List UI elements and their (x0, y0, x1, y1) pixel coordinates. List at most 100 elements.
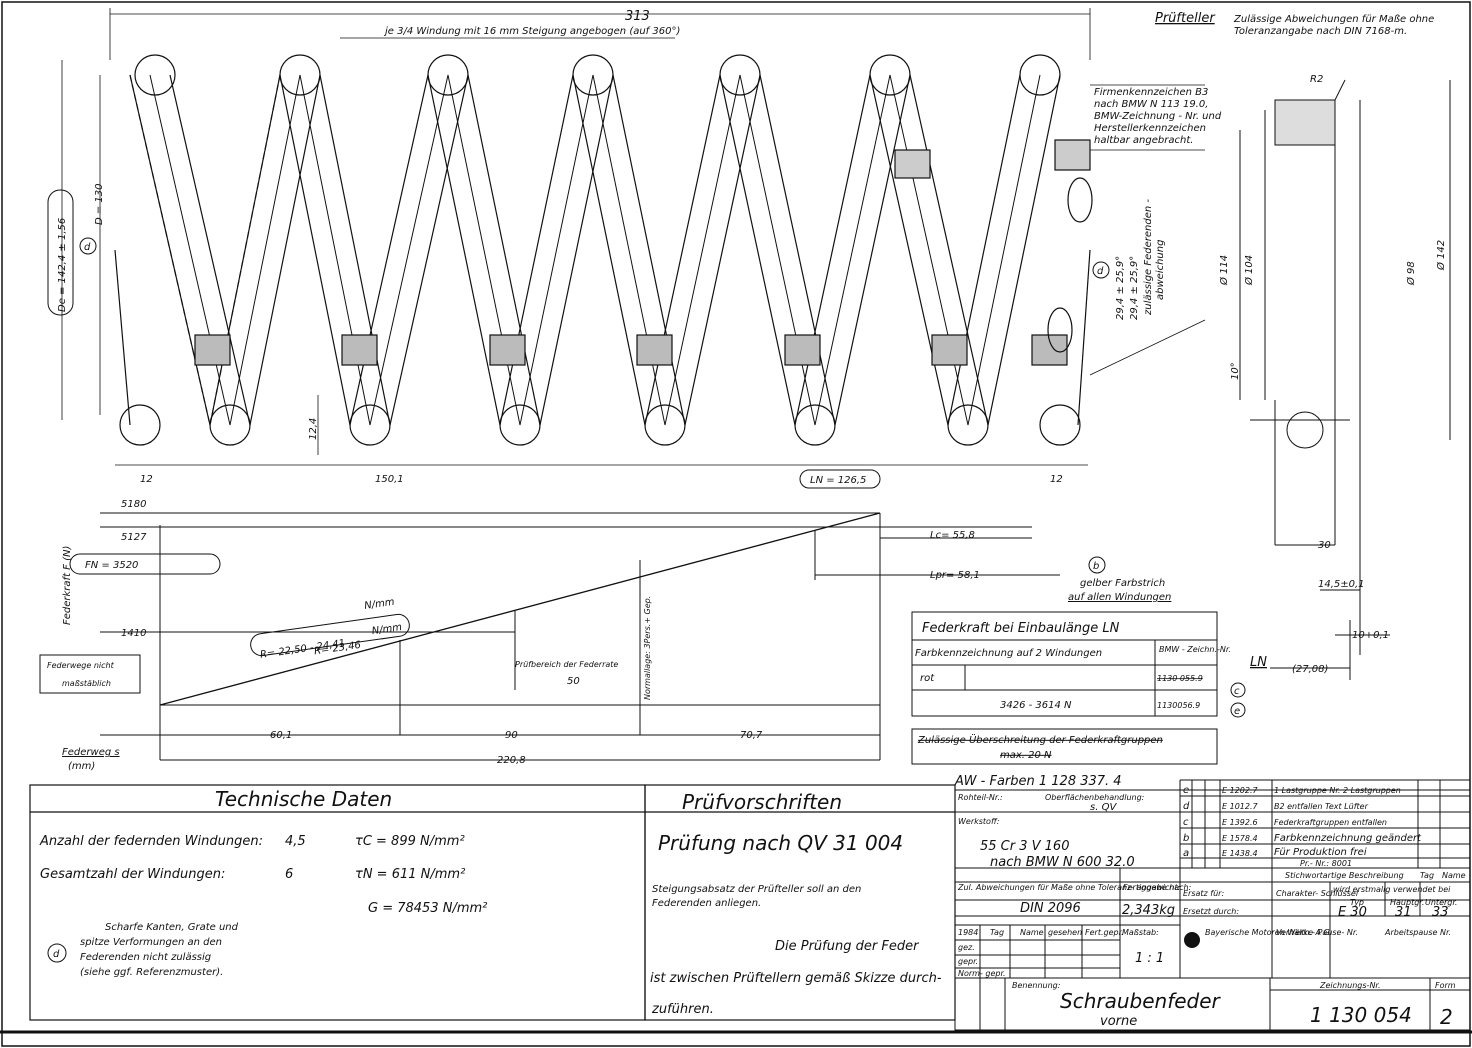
rev-c: c (1183, 817, 1189, 828)
prueftteller-d114: Ø 114 (1218, 255, 1230, 286)
aw-farben: AW - Farben 1 128 337. 4 (954, 774, 1122, 789)
tech-title: Technische Daten (215, 787, 392, 811)
prueftteller-title: Prüfteller (1155, 11, 1216, 26)
gelb-note-2: auf allen Windungen (1068, 592, 1171, 603)
spring-dimensions (61, 8, 1206, 466)
force-diagram (100, 512, 1060, 761)
firmen-note-line: Firmenkennzeichen B3 (1094, 87, 1208, 98)
gelb-note-1: gelber Farbstrich (1080, 578, 1165, 589)
ersatz-label: Ersatz für: (1183, 889, 1224, 898)
werkstoff-norm: nach BMW N 600 32.0 (990, 855, 1135, 870)
tech-note-line: Scharfe Kanten, Grate und (105, 922, 239, 933)
spring-coils (114, 54, 1093, 446)
tech-row1-label: Anzahl der federnden Windungen: (39, 834, 263, 849)
de-label: De = 142,4 ± 1,56 (57, 218, 68, 312)
kraft-table-col2: BMW - Zeichn.-Nr. (1159, 645, 1231, 654)
angle-1: 29,4 ± 25,9° (1115, 256, 1126, 320)
untergr-label: Untergr. (1425, 898, 1457, 907)
rohteil-label: Rohteil-Nr.: (958, 793, 1003, 802)
d-label: D = 130 (94, 183, 105, 225)
x-axis-label: Federweg s (62, 747, 120, 758)
angle-2: 29,4 ± 25,9° (1129, 256, 1140, 320)
arbeitspause-label: Arbeitspause Nr. (1384, 928, 1451, 937)
rev-a-text: Für Produktion frei (1274, 847, 1367, 858)
rev-d-text: B2 entfallen Text Lüfter (1274, 802, 1369, 811)
pr-nr: Pr.- Nr.: 8001 (1300, 859, 1352, 868)
lc-label: Lc= 55,8 (930, 530, 975, 541)
rev-c-nr: E 1392.6 (1222, 818, 1258, 827)
tech-note-line: (siehe ggf. Referenzmuster). (80, 967, 223, 978)
year-label: 1984 (958, 928, 978, 937)
fertig-label: Fertiggewicht: (1123, 883, 1181, 892)
werkstoff-label: Werkstoff: (958, 817, 1000, 826)
marker-d-circle (79, 237, 97, 255)
verhaeltn-label: Verhältn.- Pause- Nr. (1276, 928, 1358, 937)
len-313: 313 (625, 9, 650, 24)
r-unit: N/mm (364, 597, 396, 612)
zeichnungs-nr-label: Zeichnungs-Nr. (1319, 981, 1381, 990)
ln-label: LN = 126,5 (810, 475, 866, 486)
prueftteller-d10: 10+0,1 (1352, 630, 1389, 641)
tech-note-line: Federenden nicht zulässig (80, 952, 211, 963)
prueftteller-r2: R2 (1310, 74, 1323, 85)
fn-box (69, 553, 221, 575)
firmen-note-line: BMW-Zeichnung - Nr. und (1094, 111, 1222, 122)
ln-label-box (799, 469, 881, 489)
massstab-label: Maßstab: (1122, 928, 1159, 937)
pruef-p2: ist zwischen Prüftellern gemäß Skizze du… (650, 971, 942, 986)
strike-note-1: Zulässige Überschreitung der Federkraftg… (917, 733, 1163, 746)
de-label-box (47, 189, 74, 316)
force-1410: 1410 (121, 628, 146, 639)
firmen-note-line: nach BMW N 113 19.0, (1094, 99, 1208, 110)
pruef-title: Prüfvorschriften (682, 790, 842, 814)
dim-12-4: 12,4 (308, 418, 319, 440)
normallage-label: Normallage: 3Pers.+ Gep. (643, 596, 652, 700)
prueftteller-deg10: 10° (1230, 362, 1241, 380)
rev-e: e (1183, 785, 1189, 796)
rev-b-nr: E 1578.4 (1222, 834, 1258, 843)
s-220-8: 220,8 (497, 755, 526, 766)
rev-a-nr: E 1438.4 (1222, 849, 1258, 858)
tech-row2-val: 6 (285, 867, 293, 882)
prueftteller-ln: LN (1250, 655, 1267, 670)
form-value: 2 (1440, 1005, 1453, 1029)
benennung-name-2: vorne (1100, 1014, 1137, 1029)
r-box (250, 613, 410, 657)
norm-label: Norm- gepr. (958, 969, 1006, 978)
gez-label: gez. (958, 943, 975, 952)
federwege-box (39, 654, 141, 694)
marker-b-circle (1088, 556, 1106, 574)
firmen-note-line: haltbar angebracht. (1094, 135, 1193, 146)
strike-note-2: max. 20 N (1000, 750, 1052, 761)
tech-table (29, 784, 956, 1021)
tech-tau-n: τN = 611 N/mm² (355, 867, 465, 882)
charakter-label: Charakter- Schlüssel (1276, 889, 1359, 898)
zul-label: Zul. Abweichungen für Maße ohne Toleranz… (957, 883, 1192, 892)
tech-g: G = 78453 N/mm² (368, 901, 487, 916)
tech-row1-val: 4,5 (285, 834, 306, 849)
pruef-note-1: Steigungsabsatz der Prüfteller soll an d… (652, 884, 861, 895)
typ-value: E 30 (1338, 905, 1367, 920)
prueftteller-drawing (1239, 79, 1451, 680)
din-value: DIN 2096 (1020, 901, 1081, 916)
hauptgr-label: Hauptgr. (1390, 898, 1424, 907)
firmen-note-line: Herstellerkennzeichen (1094, 123, 1206, 134)
gesehen-label: gesehen (1048, 928, 1082, 937)
marker-e-circle (1230, 702, 1246, 718)
rev-b-text: Farbkennzeichnung geändert (1274, 833, 1422, 844)
oberfl-value: s. QV (1090, 802, 1117, 813)
kraft-table-title: Federkraft bei Einbaulänge LN (922, 621, 1120, 636)
marker-e: e (1234, 706, 1240, 717)
rev-a: a (1183, 848, 1189, 859)
dim-150-1: 150,1 (375, 474, 404, 485)
lpr-label: Lpr= 58,1 (930, 570, 980, 581)
untergr-value: 33 (1432, 905, 1449, 920)
zeichnungs-nr-value: 1 130 054 (1310, 1003, 1412, 1027)
gewicht-value: 2,343kg (1122, 903, 1175, 918)
prueftteller-d145: 14,5±0,1 (1318, 579, 1365, 590)
force-5127: 5127 (121, 532, 147, 543)
pruef-p1: Die Prüfung der Feder (775, 939, 920, 954)
tech-marker-d: d (53, 949, 60, 960)
kraft-row1-nr: 1130 055.9 (1157, 674, 1203, 683)
